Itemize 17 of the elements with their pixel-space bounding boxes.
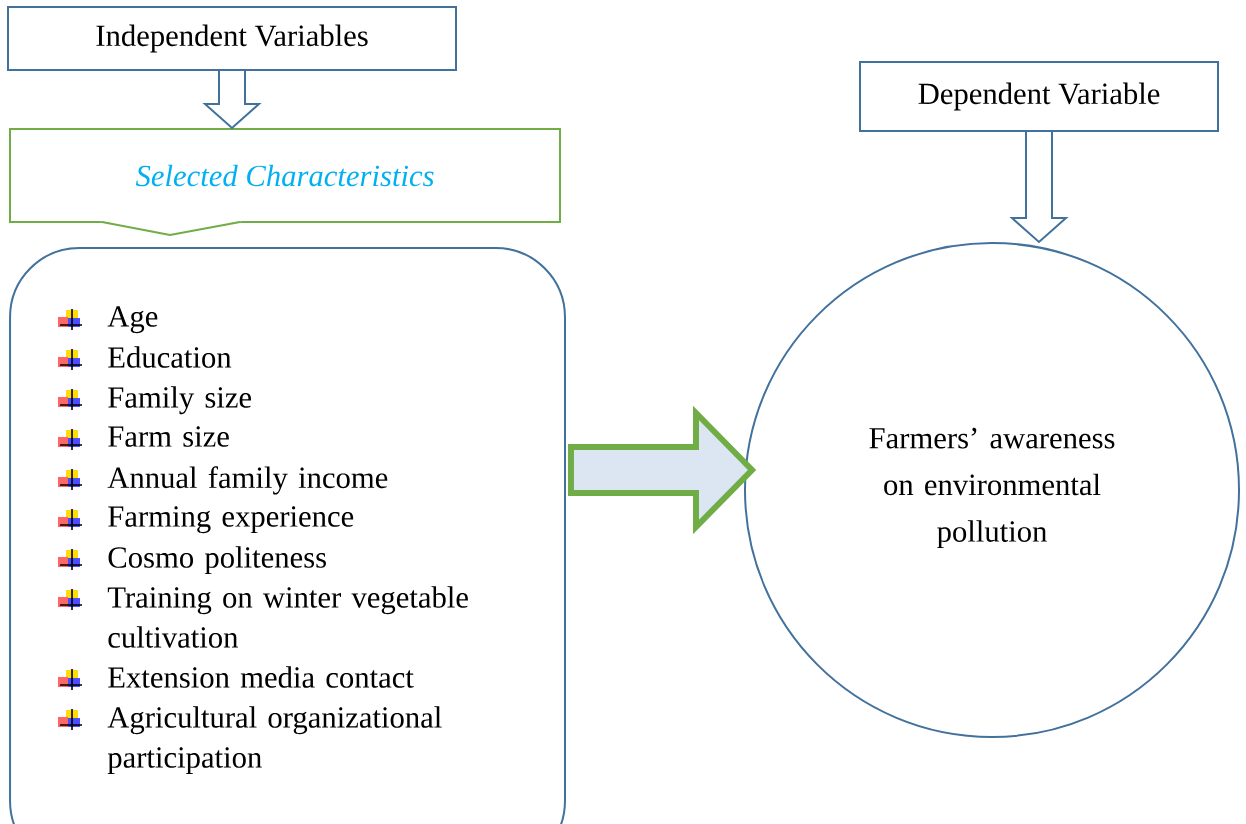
list-item: Family size [108, 386, 251, 415]
circle-node: Farmers’ awareness on environmental pollution [744, 242, 1240, 738]
list-item: Farm size [108, 426, 229, 447]
down-arrow [1009, 131, 1069, 244]
list-item: Annual family income [107, 466, 388, 495]
heading-callout: Selected Characteristics [9, 127, 561, 236]
list-item: Age [107, 306, 158, 334]
list-item: Training on winter vegetable cultivation [107, 586, 468, 648]
down-arrow [202, 69, 262, 130]
block-arrow [567, 405, 757, 535]
list-item: Education [108, 346, 232, 368]
callout-box: Dependent Variable [859, 60, 1219, 133]
list-item: Extension media contact [108, 666, 414, 688]
list-item: Cosmo politeness [108, 546, 326, 575]
list-item: Agricultural organizational participation [107, 706, 442, 775]
list-item: Farming experience [108, 506, 354, 534]
callout-box: Independent Variables [7, 6, 457, 71]
